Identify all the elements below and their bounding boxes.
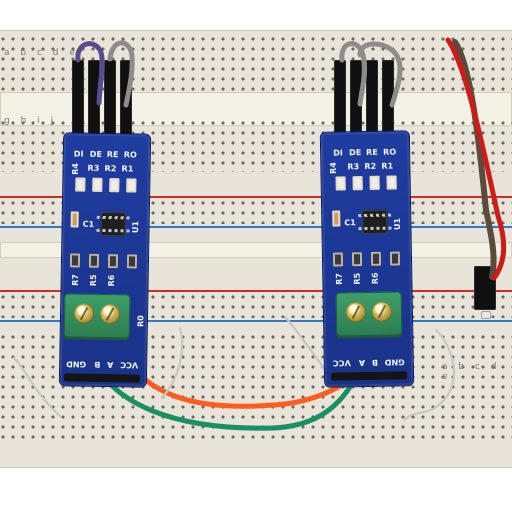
right-smd-7 xyxy=(370,251,382,266)
top-right-gray-wire-2 xyxy=(357,41,403,108)
left-label-r7: R7 xyxy=(70,274,81,286)
left-screw-terminal xyxy=(63,293,131,339)
right-rs485-module: DI DE RE RO R4 R3 R2 R1 C1 U1 R7 R5 R6 xyxy=(320,131,414,387)
right-label-r2: R2 xyxy=(364,161,377,172)
left-bottom-label-vcc: VCC xyxy=(120,360,139,370)
lower-row-letters-right: a b c d e xyxy=(442,362,501,382)
right-top-label-re: RE xyxy=(366,147,378,157)
left-label-c1: C1 xyxy=(82,219,95,229)
breadboard-photo: a b c d e g h i j a b c d e xyxy=(0,30,512,468)
left-screw-b xyxy=(99,303,121,325)
right-smd-3 xyxy=(369,175,380,190)
right-bottom-label-vcc: VCC xyxy=(332,358,351,368)
right-screw-a xyxy=(371,301,393,322)
left-smd-2 xyxy=(92,177,103,192)
left-top-label-ro: RO xyxy=(123,150,137,160)
left-smd-8 xyxy=(126,254,138,269)
right-u1-chip xyxy=(362,209,388,235)
left-smd-5 xyxy=(69,253,81,268)
left-top-label-di: DI xyxy=(73,149,84,159)
left-bottom-label-b: B xyxy=(94,359,101,369)
left-label-r5: R5 xyxy=(88,274,99,287)
right-jumper-plug-3 xyxy=(366,60,378,145)
left-label-r1: R1 xyxy=(121,164,134,174)
left-bottom-label-gnd: GND xyxy=(66,359,87,369)
left-label-u1: U1 xyxy=(131,220,141,234)
left-top-label-re: RE xyxy=(106,150,119,160)
right-label-r6: R6 xyxy=(370,272,380,285)
right-screw-b xyxy=(345,302,367,323)
right-label-r1: R1 xyxy=(381,161,394,171)
left-label-r4: R4 xyxy=(70,163,81,175)
right-bottom-label-a: A xyxy=(358,358,366,368)
left-capacitor xyxy=(70,211,79,228)
right-top-label-ro: RO xyxy=(383,147,397,157)
top-left-purple-wire xyxy=(75,41,105,106)
right-capacitor xyxy=(332,210,341,227)
left-label-r6: R6 xyxy=(106,274,117,287)
upper-row-letters: g h i j xyxy=(4,116,58,126)
right-top-label-de: DE xyxy=(349,148,362,158)
right-bottom-pins xyxy=(330,371,408,381)
top-blue-rail-line xyxy=(0,226,512,228)
right-smd-6 xyxy=(351,252,363,267)
right-smd-8 xyxy=(389,251,401,266)
left-smd-4 xyxy=(126,178,137,193)
right-smd-4 xyxy=(386,175,397,190)
right-red-wire xyxy=(445,37,507,281)
left-top-label-de: DE xyxy=(89,149,103,159)
right-bottom-label-b: B xyxy=(371,357,378,367)
left-label-r2: R2 xyxy=(104,163,117,174)
right-label-u1: U1 xyxy=(392,217,403,231)
left-rs485-module: DI DE RE RO R4 R3 R2 R1 C1 U1 R7 R5 R6 R… xyxy=(59,133,151,387)
right-jumper-plug-4 xyxy=(382,60,394,145)
right-resistor-lead xyxy=(403,328,456,422)
left-jumper-plug-2 xyxy=(88,60,100,145)
right-jumper-plug-1 xyxy=(334,60,346,145)
left-label-r0: R0 xyxy=(136,315,146,328)
left-bottom-pins xyxy=(63,373,141,383)
left-jumper-plug-3 xyxy=(104,60,116,145)
left-bottom-label-a: A xyxy=(107,360,114,370)
right-label-r5: R5 xyxy=(352,272,362,285)
top-row-letters: a b c d e xyxy=(4,48,79,58)
right-bottom-label-gnd: GND xyxy=(384,357,405,367)
top-left-gray-wire xyxy=(107,40,135,108)
left-smd-1 xyxy=(75,177,86,192)
left-smd-7 xyxy=(107,254,119,269)
top-red-rail-line xyxy=(0,196,512,198)
left-resistor-lead-1 xyxy=(12,356,62,418)
right-label-r3: R3 xyxy=(347,162,360,172)
left-u1-chip xyxy=(100,211,126,237)
right-smd-1 xyxy=(335,176,346,191)
right-smd-2 xyxy=(352,176,363,191)
right-top-label-di: DI xyxy=(333,148,343,158)
bottom-red-rail-line xyxy=(0,290,512,292)
right-label-c1: C1 xyxy=(344,218,356,228)
right-jumper-plug-2 xyxy=(350,60,362,145)
power-jumper-tip xyxy=(482,312,490,318)
right-smd-5 xyxy=(332,252,344,267)
left-jumper-plug-1 xyxy=(72,60,84,145)
bottom-blue-rail-line xyxy=(0,320,512,322)
left-screw-a xyxy=(73,303,95,324)
left-smd-3 xyxy=(109,178,120,193)
right-screw-terminal xyxy=(335,291,403,337)
right-label-r7: R7 xyxy=(334,273,344,285)
left-smd-6 xyxy=(88,253,100,268)
right-label-r4: R4 xyxy=(328,162,338,175)
left-resistor-lead-2 xyxy=(160,326,184,400)
left-label-r3: R3 xyxy=(87,163,100,173)
right-brown-wire xyxy=(452,39,497,280)
